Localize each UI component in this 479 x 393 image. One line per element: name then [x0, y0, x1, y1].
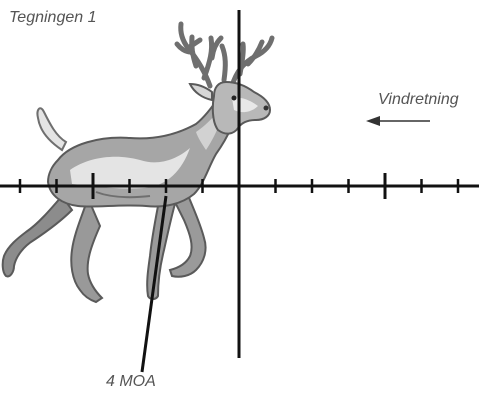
deer-ear	[188, 82, 213, 102]
wind-direction-label: Vindretning	[378, 91, 459, 108]
figure-title: Tegningen 1	[9, 9, 97, 26]
moa-leader-line	[140, 195, 168, 373]
deer-illustration	[1, 21, 275, 304]
deer-front-leg-right	[168, 188, 207, 278]
deer-front-leg-left	[146, 194, 178, 300]
deer-body	[46, 94, 240, 208]
moa-offset-label: 4 MOA	[106, 373, 156, 390]
deer-tail	[36, 107, 68, 152]
deer-hind-leg-right	[70, 195, 104, 304]
deer-antlers	[174, 21, 275, 89]
reticle-ticks	[18, 173, 460, 199]
wind-direction-arrow	[366, 116, 430, 126]
deer-hind-leg-left	[1, 194, 74, 278]
reticle	[0, 10, 479, 358]
